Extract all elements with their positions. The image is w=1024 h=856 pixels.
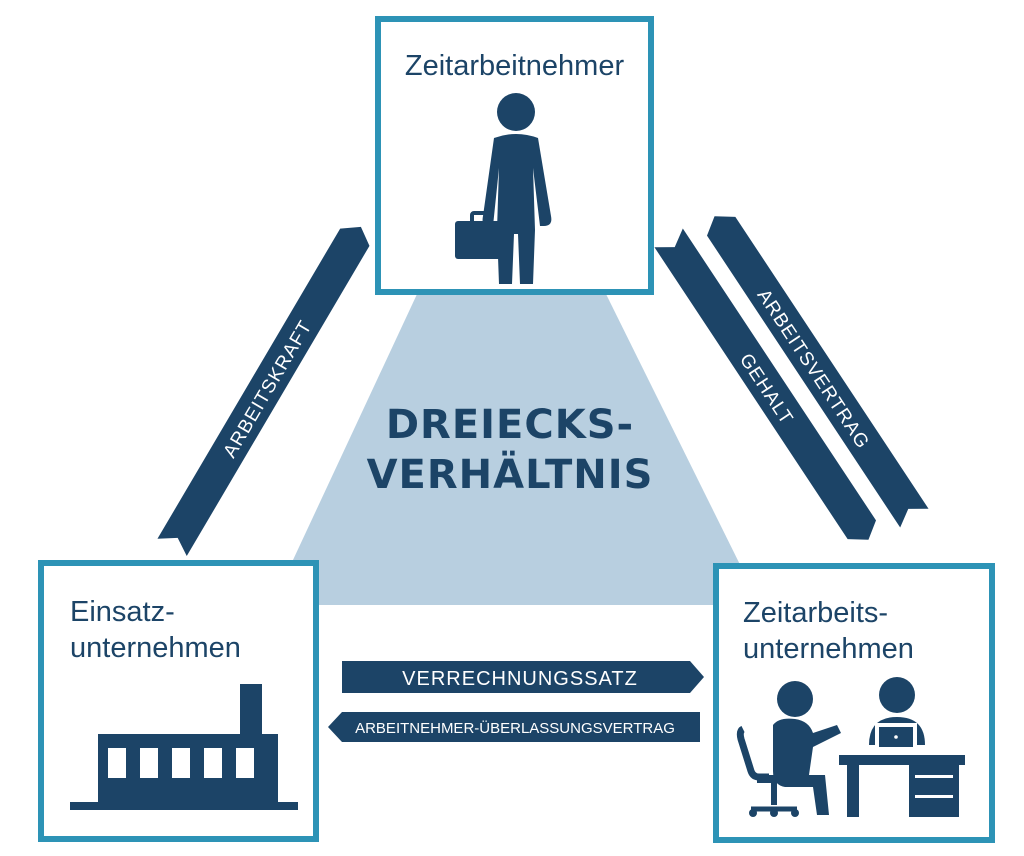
arrow-gehalt-shape [654,228,877,540]
office-meeting-icon [736,677,965,817]
arrow-arbeitskraft-shape [157,226,370,557]
node-einsatzunternehmen-title-line1: Einsatz- [70,596,175,628]
node-einsatzunternehmen-title: Einsatz- unternehmen [70,594,241,666]
center-title-line2: VERHÄLTNIS [366,452,654,498]
node-einsatzunternehmen: Einsatz- unternehmen [38,560,319,842]
worker-with-briefcase-icon [455,93,552,284]
factory-icon [70,684,298,810]
node-einsatzunternehmen-title-line2: unternehmen [70,632,241,664]
relationship-triangle [272,292,760,605]
arrow-verrechnungssatz-shape [342,661,704,693]
arrow-ueberlassungsvertrag-shape [328,712,700,742]
arrow-verrechnungssatz-label: VERRECHNUNGSSATZ [402,668,638,690]
node-zeitarbeitsunternehmen-title: Zeitarbeits- unternehmen [743,595,914,667]
arrow-verrechnungssatz: VERRECHNUNGSSATZ [342,661,704,693]
arrow-arbeitsvertrag-shape [706,216,929,528]
center-title: DREIECKS- VERHÄLTNIS [300,400,720,500]
node-zeitarbeitnehmer: Zeitarbeitnehmer [375,16,654,295]
center-title-line1: DREIECKS- [385,402,635,448]
node-zeitarbeitsunternehmen-title-line2: unternehmen [743,633,914,665]
node-zeitarbeitsunternehmen-title-line1: Zeitarbeits- [743,597,889,629]
node-zeitarbeitsunternehmen: Zeitarbeits- unternehmen [713,563,995,843]
node-zeitarbeitnehmer-title: Zeitarbeitnehmer [404,50,625,82]
arrow-ueberlassungsvertrag-label: ARBEITNEHMER-ÜBERLASSUNGSVERTRAG [355,719,675,737]
arrow-ueberlassungsvertrag: ARBEITNEHMER-ÜBERLASSUNGSVERTRAG [328,712,700,742]
